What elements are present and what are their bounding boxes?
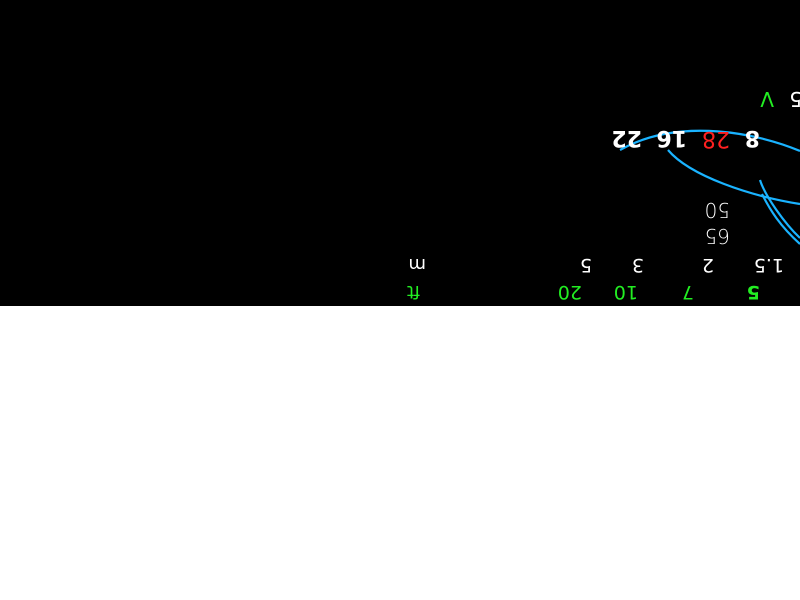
dof-line-inner bbox=[667, 149, 800, 206]
feet-unit: ft bbox=[406, 281, 420, 302]
dof-line-short bbox=[758, 179, 800, 239]
feet-20: 20 bbox=[557, 281, 582, 303]
index-mark: V bbox=[760, 87, 774, 111]
metre-unit: m bbox=[408, 254, 426, 275]
aperture-16: 16 bbox=[656, 125, 687, 150]
focal-length-50: 50 bbox=[704, 198, 730, 222]
lens-scale-rotated-group: 5 V 8 28 16 22 50 65 1.5 2 3 5 m 5 7 10 … bbox=[406, 87, 800, 303]
metre-5: 5 bbox=[579, 254, 592, 276]
feet-5: 5 bbox=[746, 281, 760, 303]
metre-1-5: 1.5 bbox=[753, 254, 784, 276]
aperture-22: 22 bbox=[611, 125, 642, 150]
metre-2: 2 bbox=[701, 254, 714, 276]
blank-white-area bbox=[0, 306, 800, 600]
aperture-8: 8 bbox=[744, 125, 760, 150]
dof-line-outer bbox=[619, 129, 800, 153]
lens-distance-scale: 5 V 8 28 16 22 50 65 1.5 2 3 5 m 5 7 10 … bbox=[0, 0, 800, 306]
metre-3: 3 bbox=[631, 254, 644, 276]
dof-line-edge bbox=[761, 193, 800, 245]
index-mark-partial: 5 bbox=[789, 87, 800, 111]
feet-10: 10 bbox=[613, 281, 638, 303]
focal-length-65: 65 bbox=[704, 224, 730, 248]
feet-7: 7 bbox=[681, 281, 694, 303]
aperture-28: 28 bbox=[702, 126, 730, 151]
depth-of-field-curves bbox=[619, 129, 800, 245]
